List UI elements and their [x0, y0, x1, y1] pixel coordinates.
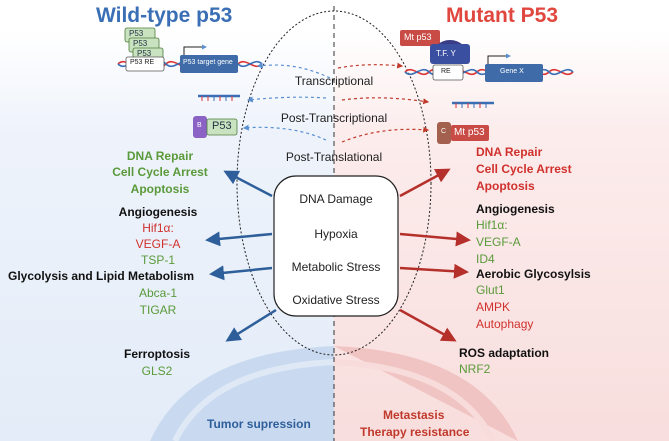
- stress-box: [273, 175, 399, 317]
- bottom-therapy-resistance: Therapy resistance: [360, 425, 470, 439]
- regulation-post-transcriptional: Post-Transcriptional: [280, 111, 388, 125]
- right-apoptosis: Apoptosis: [476, 179, 535, 193]
- p53-stack-label-2: P53: [133, 39, 148, 48]
- mrna-right-icon: [452, 101, 494, 108]
- p53-re-box: [125, 56, 165, 72]
- p53-re-label: P53 RE: [130, 59, 155, 66]
- left-angiogenesis-title: Angiogenesis: [118, 205, 198, 219]
- arrow-outcome-left-1: [223, 170, 273, 198]
- mt-p53-protein-box: [451, 125, 489, 141]
- left-tsp-1: TSP-1: [140, 253, 175, 267]
- re-box-right: [432, 64, 464, 81]
- right-hif1a: Hif1α:: [476, 218, 508, 232]
- tf-y-box: [430, 44, 470, 64]
- p53-stack-label-3: P53: [137, 49, 152, 58]
- stress-metabolic: Metabolic Stress: [291, 260, 381, 274]
- p53-protein-box: [206, 118, 238, 136]
- mrna-left-icon: [198, 94, 240, 101]
- stress-hypoxia: Hypoxia: [314, 227, 358, 241]
- mt-p53-box-top: [400, 30, 440, 46]
- modifier-c-label: C: [441, 128, 447, 135]
- arrow-post-transcriptional-left: [246, 96, 327, 103]
- tf-y-label: T.F. Y: [436, 49, 456, 58]
- p53-stack-label-1: P53: [129, 29, 144, 38]
- arrow-outcome-right-2: [399, 231, 471, 247]
- gene-x-box: [485, 64, 543, 82]
- left-tigar: TIGAR: [139, 303, 177, 317]
- bottom-tumor-supression: Tumor supression: [207, 417, 311, 431]
- mt-p53-protein-label: Mt p53: [454, 127, 485, 138]
- re-right-label: RE: [441, 68, 451, 75]
- transcription-start-arrow-left: [183, 44, 207, 55]
- arrow-outcome-right-1: [399, 168, 451, 198]
- left-gls2: GLS2: [141, 364, 173, 378]
- right-ros-adaptation-title: ROS adaptation: [459, 346, 550, 360]
- right-angiogenesis-title: Angiogenesis: [476, 202, 555, 216]
- p53-target-gene-box: [180, 55, 238, 73]
- stress-oxidative: Oxidative Stress: [292, 293, 380, 307]
- left-abca-1: Abca-1: [138, 286, 178, 300]
- left-ferroptosis-title: Ferroptosis: [123, 347, 190, 361]
- p53-target-gene-label: P53 target gene: [183, 59, 233, 66]
- right-nrf2: NRF2: [459, 362, 491, 376]
- left-glycolysis-title: Glycolysis and Lipid Metabolism: [8, 269, 195, 283]
- arrow-outcome-left-2: [205, 231, 273, 247]
- regulation-post-translational: Post-Translational: [285, 150, 383, 164]
- stress-dna-damage: DNA Damage: [299, 192, 373, 206]
- left-dna-repair: DNA Repair: [126, 149, 194, 163]
- right-cell-cycle-arrest: Cell Cycle Arrest: [476, 162, 572, 176]
- left-apoptosis: Apoptosis: [130, 182, 190, 196]
- left-hif1a: Hif1α:: [142, 221, 174, 235]
- modifier-b-label: B: [197, 122, 202, 129]
- cell-dome-inner-left: [172, 359, 335, 441]
- arrow-outcome-right-4: [399, 308, 457, 342]
- modifier-b-box: [193, 116, 207, 138]
- p53-protein-label: P53: [212, 120, 232, 132]
- right-autophagy: Autophagy: [476, 317, 534, 331]
- gene-x-label: Gene X: [500, 68, 524, 75]
- right-vegf-a: VEGF-A: [476, 235, 521, 249]
- mt-p53-top-label: Mt p53: [404, 32, 432, 42]
- arrow-outcome-right-3: [399, 263, 469, 279]
- modifier-c-box: [437, 122, 451, 144]
- title-wild-type: Wild-type p53: [96, 4, 233, 27]
- bottom-metastasis: Metastasis: [383, 408, 445, 422]
- arrow-transcriptional-left: [256, 62, 331, 79]
- arrow-post-translational-left: [242, 124, 327, 141]
- regulation-ellipse: [236, 10, 432, 356]
- right-dna-repair: DNA Repair: [476, 145, 543, 159]
- title-mutant: Mutant P53: [446, 4, 559, 27]
- arrow-post-translational-right: [341, 126, 430, 143]
- left-cell-cycle-arrest: Cell Cycle Arrest: [112, 165, 208, 179]
- arrow-outcome-left-4: [225, 308, 277, 342]
- arrow-post-transcriptional-right: [341, 97, 430, 105]
- right-aerobic-glycosylsis-title: Aerobic Glycosylsis: [476, 267, 591, 281]
- left-vegf-a: VEGF-A: [135, 237, 181, 251]
- right-glut1: Glut1: [476, 283, 505, 297]
- cell-dome-inner-right: [333, 359, 496, 441]
- right-id4: ID4: [476, 252, 495, 266]
- transcription-start-arrow-right: [487, 53, 511, 64]
- arrow-transcriptional-right: [337, 62, 404, 69]
- right-ampk: AMPK: [476, 300, 511, 314]
- regulation-transcriptional: Transcriptional: [294, 74, 374, 88]
- arrow-outcome-left-3: [209, 265, 273, 281]
